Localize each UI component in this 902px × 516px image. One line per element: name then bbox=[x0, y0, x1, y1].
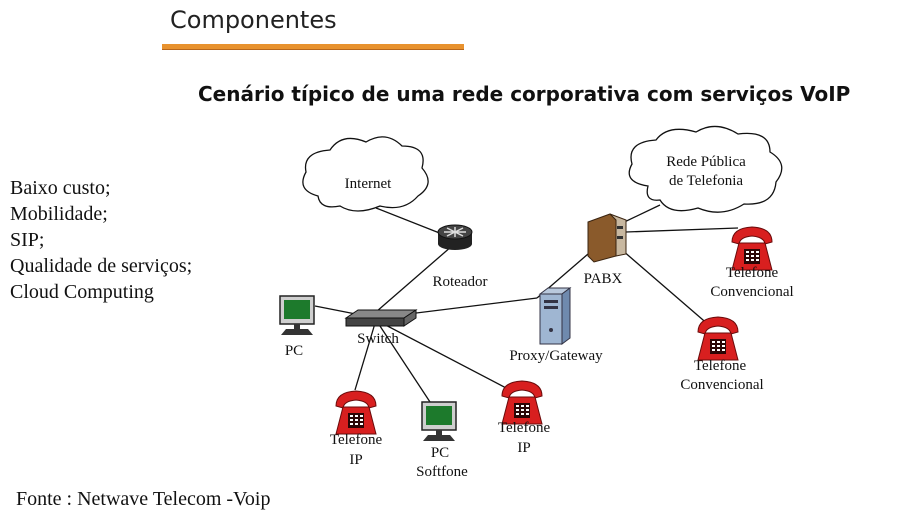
source-credit: Fonte : Netwave Telecom -Voip bbox=[16, 488, 271, 510]
title-underline bbox=[162, 44, 464, 50]
pstn-label: de Telefonia bbox=[669, 173, 743, 189]
conventional-phone-label: Telefone bbox=[694, 358, 747, 374]
conventional-phone-label: Convencional bbox=[710, 284, 793, 300]
page-title: Componentes bbox=[170, 6, 337, 34]
feature-item: Qualidade de serviços; bbox=[10, 255, 193, 277]
switch-label: Switch bbox=[357, 331, 399, 347]
feature-item: Mobilidade; bbox=[10, 203, 108, 225]
softfone-label: Softfone bbox=[416, 464, 468, 480]
pstn-cloud: Rede Pública de Telefonia bbox=[628, 125, 783, 213]
proxy-gateway-icon bbox=[538, 287, 572, 345]
internet-label: Internet bbox=[345, 176, 392, 192]
proxy-gateway-label: Proxy/Gateway bbox=[509, 348, 603, 364]
softfone-label: PC bbox=[431, 445, 449, 461]
ip-phone-label: Telefone bbox=[330, 432, 383, 448]
pabx-icon bbox=[587, 213, 627, 263]
ip-phone-label: Telefone bbox=[498, 420, 551, 436]
feature-item: Cloud Computing bbox=[10, 281, 154, 303]
conventional-phone-icon bbox=[697, 316, 739, 361]
connection-lines bbox=[314, 204, 739, 406]
pc-monitor-icon bbox=[279, 295, 315, 336]
internet-cloud: Internet bbox=[302, 136, 429, 212]
pstn-label: Rede Pública bbox=[666, 154, 746, 170]
ip-phone-icon bbox=[501, 380, 543, 425]
conventional-phone-icon bbox=[731, 226, 773, 271]
softfone-pc-icon bbox=[421, 401, 457, 442]
feature-item: Baixo custo; bbox=[10, 177, 111, 199]
diagram-title: Cenário típico de uma rede corporativa c… bbox=[198, 82, 851, 106]
ip-phone-label: IP bbox=[349, 452, 362, 468]
ip-phone-label: IP bbox=[517, 440, 530, 456]
router-label: Roteador bbox=[433, 274, 488, 290]
pabx-label: PABX bbox=[584, 271, 623, 287]
router-icon bbox=[437, 224, 473, 250]
conventional-phone-label: Convencional bbox=[680, 377, 763, 393]
switch-icon bbox=[344, 309, 418, 327]
conventional-phone-label: Telefone bbox=[726, 265, 779, 281]
feature-item: SIP; bbox=[10, 229, 45, 251]
feature-list: Baixo custo; Mobilidade; SIP; Qualidade … bbox=[10, 175, 192, 305]
pc-label: PC bbox=[285, 343, 303, 359]
ip-phone-icon bbox=[335, 390, 377, 435]
